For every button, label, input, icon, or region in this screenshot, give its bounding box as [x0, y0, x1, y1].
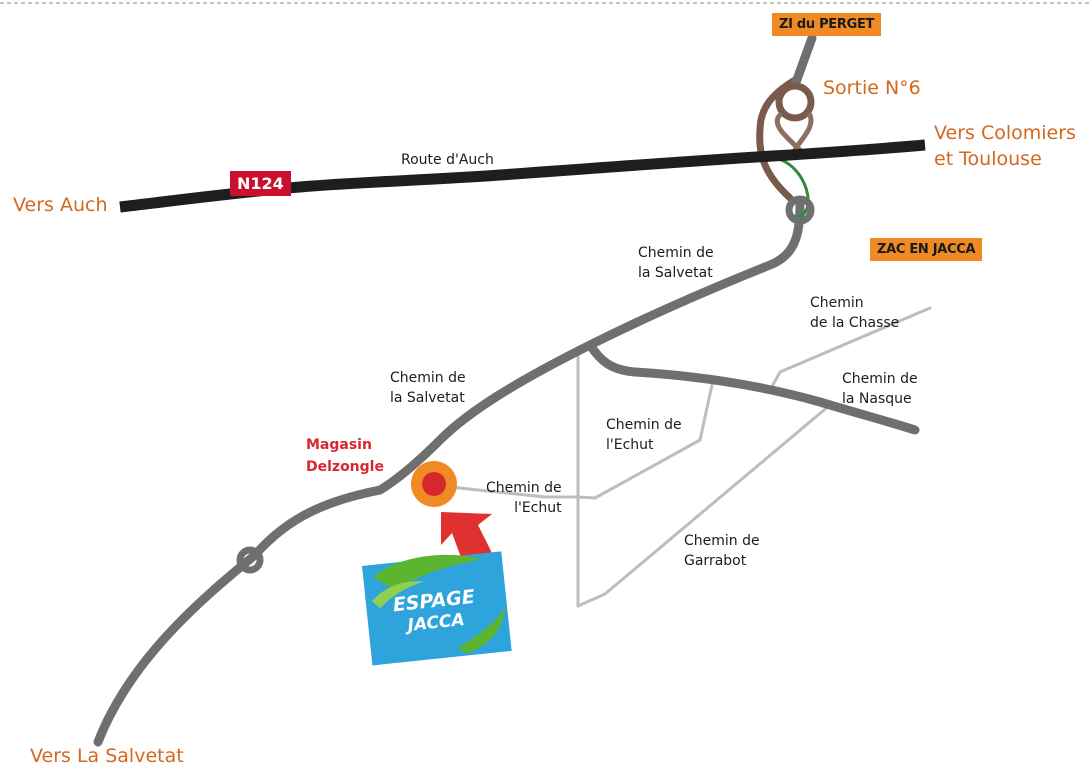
vers-colomiers-line2: et Toulouse	[934, 148, 1042, 170]
arrow-icon	[441, 512, 492, 560]
chemin-de-la-nasque-label: Chemin de la Nasque	[842, 369, 918, 409]
chemin-nasque-line1: Chemin de	[842, 371, 918, 387]
logo-leaf-bottom	[457, 607, 506, 654]
chemin-echut-low-line2: l'Echut	[514, 500, 562, 516]
chemin-echut-top	[576, 383, 714, 500]
magasin-line1: Magasin	[306, 437, 372, 453]
roundabout-north	[775, 82, 815, 122]
chemin-echut-top-line1: Chemin de	[606, 417, 682, 433]
vers-colomiers-line1: Vers Colomiers	[934, 122, 1076, 144]
roundabout-south-fill	[236, 546, 264, 574]
chemin-salvetat-top-line1: Chemin de	[638, 245, 714, 261]
chemin-de-la-nasque-road	[585, 340, 920, 435]
chemin-salvetat-mid-line1: Chemin de	[390, 370, 466, 386]
chemin-echut-low	[448, 485, 580, 499]
chemin-nasque-line2: la Nasque	[842, 391, 912, 407]
store-marker[interactable]	[411, 461, 457, 507]
chemin-salvetat-mid-label: Chemin de la Salvetat	[390, 368, 466, 408]
chemin-echut-top-label: Chemin de l'Echut	[606, 415, 682, 455]
route-d-auch-label: Route d'Auch	[401, 152, 494, 168]
zac-en-jacca-label: ZAC EN JACCA	[870, 238, 983, 261]
magasin-line2: Delzongle	[306, 459, 384, 475]
chemin-garrabot-line1: Chemin de	[684, 533, 760, 549]
chemin-de-garrabot-label: Chemin de Garrabot	[684, 531, 760, 571]
chemin-chasse-line1: Chemin	[810, 295, 864, 311]
minor-roads	[448, 306, 932, 608]
chemin-chasse-line2: de la Chasse	[810, 315, 900, 331]
chemin-garrabot-line2: Garrabot	[684, 553, 747, 569]
chemin-echut-low-label: Chemin de l'Echut	[486, 478, 562, 518]
interchange-ramp	[756, 76, 799, 202]
chemin-echut-branch	[576, 348, 832, 608]
magasin-delzongle-label: Magasin Delzongle	[306, 434, 384, 478]
vers-auch-label: Vers Auch	[13, 194, 108, 216]
chemin-echut-top-line2: l'Echut	[606, 437, 654, 453]
chemin-echut-low-line1: Chemin de	[486, 480, 562, 496]
vers-colomiers-label: Vers Colomiers et Toulouse	[934, 120, 1076, 172]
chemin-salvetat-top-line2: la Salvetat	[638, 265, 713, 281]
main-roads	[93, 200, 920, 747]
zi-du-perget-label: ZI du PERGET	[772, 13, 882, 36]
chemin-salvetat-top-label: Chemin de la Salvetat	[638, 243, 714, 283]
chemin-de-la-chasse	[768, 306, 932, 392]
store-marker-dot	[422, 472, 446, 496]
roundabout-south	[785, 195, 815, 225]
sortie-n6-label: Sortie N°6	[823, 77, 921, 99]
n124-badge: N124	[230, 171, 291, 196]
chemin-de-la-salvetat-road	[93, 200, 805, 747]
logo-leaf-top	[373, 554, 482, 591]
espace-jacca-logo	[362, 551, 512, 666]
ramp-to-perget	[790, 33, 817, 90]
chemin-salvetat-mid-line2: la Salvetat	[390, 390, 465, 406]
chemin-de-la-chasse-label: Chemin de la Chasse	[810, 293, 899, 333]
interchange-fork	[775, 112, 814, 153]
logo-leaf-mid	[371, 581, 424, 609]
vers-la-salvetat-label: Vers La Salvetat	[30, 745, 184, 767]
